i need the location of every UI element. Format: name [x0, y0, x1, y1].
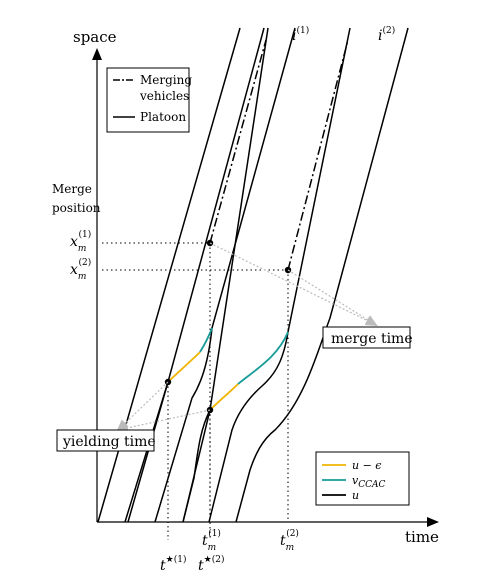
merge-time-box: merge time: [322, 326, 413, 349]
legend-speeds: u − ϵ vCCAC u: [315, 451, 410, 506]
y-axis-label: space: [73, 28, 117, 46]
platoon-vehicle-7: [235, 27, 409, 523]
x-tick-tstar2: t★(2): [198, 554, 224, 574]
yielding-time-label: yielding time: [62, 434, 156, 450]
vehicle-label-1: i(1): [292, 25, 309, 44]
annotation-arrows: [116, 242, 378, 433]
legend-merging-label-2: vehicles: [139, 89, 189, 103]
yield-arrow-1: [116, 381, 169, 432]
merging-vehicle-1: [209, 39, 267, 244]
merge-arrow-2: [287, 269, 378, 327]
legend-v-ccac: vCCAC: [352, 474, 385, 490]
v-ccac-segment-2: [237, 331, 289, 385]
merging-vehicle-2: [287, 39, 349, 271]
legend-merging-label: Merging: [140, 73, 192, 87]
yielding-time-box: yielding time: [56, 429, 156, 452]
legend-line-types: Merging vehicles Platoon: [106, 67, 192, 133]
y-tick-xm2: xm(2): [70, 257, 91, 282]
legend-platoon-label: Platoon: [140, 110, 186, 124]
x-tick-tm1: tm(1): [202, 528, 221, 553]
platoon-upper-segments: [167, 27, 269, 523]
legend-u-minus-eps: u − ϵ: [352, 459, 381, 472]
x-tick-tstar1: t★(1): [160, 554, 186, 574]
platoon-vehicle-6: [208, 27, 351, 523]
merge-time-label: merge time: [331, 331, 413, 347]
legend-u: u: [352, 489, 359, 502]
x-tick-tm2: tm(2): [280, 528, 299, 553]
speed-segments: [167, 327, 289, 411]
vehicle-label-2: i(2): [378, 25, 395, 44]
x-axis-label: time: [405, 528, 439, 546]
u-minus-eps-segment-2: [209, 383, 239, 411]
merge-arrow-1: [209, 242, 378, 326]
platoon-vehicle-3: [127, 381, 169, 523]
v-ccac-segment-1: [199, 327, 213, 353]
y-tick-xm1: xm(1): [70, 229, 91, 254]
merge-position-label: Merge: [52, 182, 92, 196]
yield-arrow-2: [116, 409, 211, 433]
event-points: [164, 239, 292, 414]
merging-trajectories: [209, 39, 349, 271]
merge-position-label-2: position: [52, 201, 101, 215]
